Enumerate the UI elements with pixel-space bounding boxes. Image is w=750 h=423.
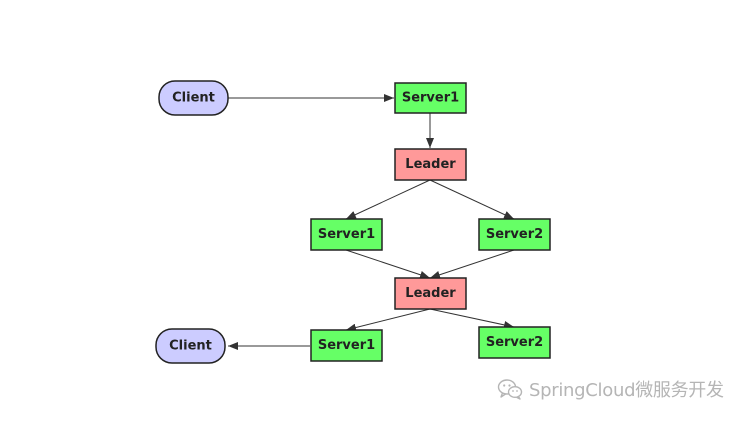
client-node-shape — [158, 80, 229, 116]
edges — [228, 94, 515, 350]
server-node-label: Server1 — [402, 91, 459, 106]
client-node-label: Client — [172, 91, 215, 106]
server-node-shape — [478, 326, 551, 359]
watermark-text: SpringCloud微服务开发 — [529, 380, 724, 401]
server-node-label: Server1 — [318, 338, 375, 353]
edge-leader-to-server1-mid — [345, 179, 431, 220]
edge-leader-to-server2-mid — [429, 179, 515, 220]
server-node-shape — [478, 218, 551, 251]
server-node-shape — [394, 82, 467, 114]
edge-server1-mid-to-leader-bottom — [345, 249, 431, 279]
leader-node-top: Leader — [394, 148, 467, 181]
edge-leader-bottom-to-server1-bottom — [345, 308, 431, 332]
edge-leader-bottom-to-server2-bottom — [429, 308, 515, 329]
client-node-shape — [155, 328, 226, 364]
server2-node-bottom: Server2 — [478, 326, 551, 359]
edge-server2-mid-to-leader-bottom — [429, 249, 515, 279]
server1-node-middle: Server1 — [310, 218, 383, 251]
watermark: SpringCloud微服务开发 — [497, 376, 724, 402]
leader-node-shape — [394, 277, 467, 310]
wechat-icon — [497, 379, 523, 400]
leader-node-label: Leader — [405, 157, 456, 172]
client-node-top: Client — [158, 80, 229, 116]
server1-node-top: Server1 — [394, 82, 467, 114]
server-node-label: Server2 — [486, 335, 543, 350]
server-node-shape — [310, 218, 383, 251]
leader-node-bottom: Leader — [394, 277, 467, 310]
server-node-label: Server2 — [486, 227, 543, 242]
leader-node-shape — [394, 148, 467, 181]
server1-node-bottom: Server1 — [310, 329, 383, 362]
server2-node-middle: Server2 — [478, 218, 551, 251]
leader-node-label: Leader — [405, 286, 456, 301]
client-node-label: Client — [169, 339, 212, 354]
server-node-label: Server1 — [318, 227, 375, 242]
server-node-shape — [310, 329, 383, 362]
client-node-bottom: Client — [155, 328, 226, 364]
